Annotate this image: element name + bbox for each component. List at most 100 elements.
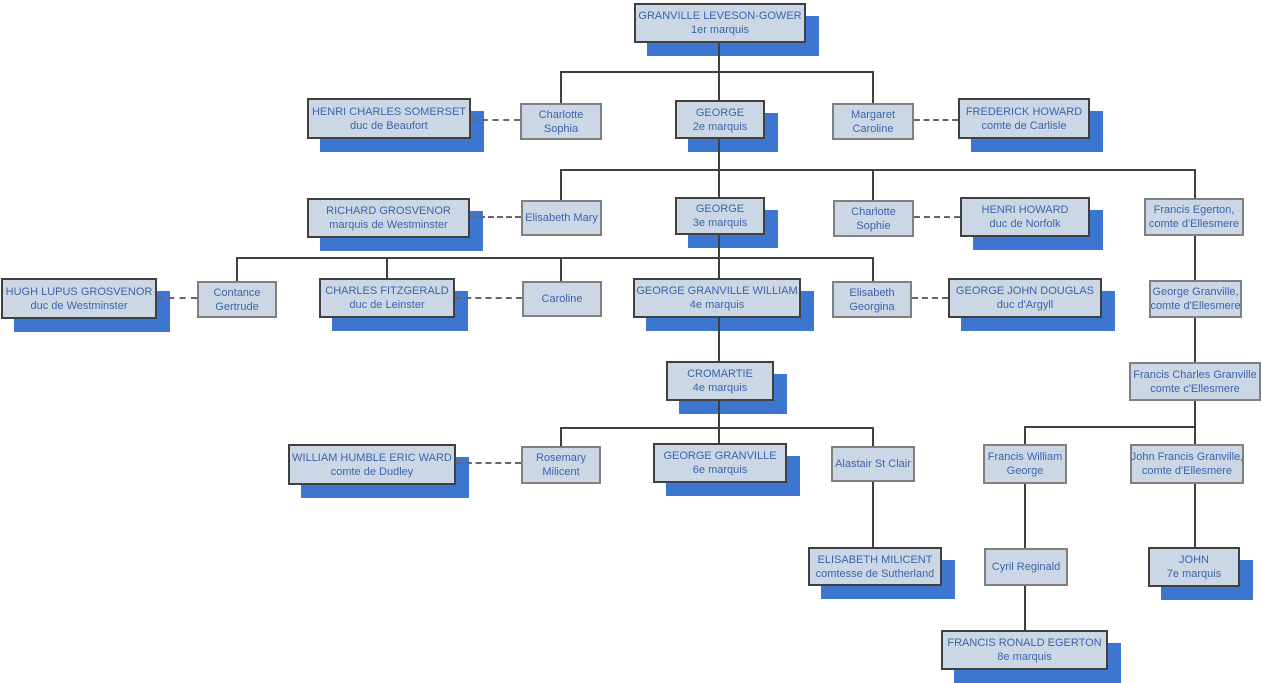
person-title: 6e marquis xyxy=(692,464,748,476)
person-title: 8e marquis xyxy=(997,651,1052,663)
person-title: duc de Beaufort xyxy=(350,119,428,132)
person-node-john-7e-marquis[interactable]: JOHN 7e marquis xyxy=(1148,547,1240,587)
person-name: JOHN xyxy=(1179,554,1209,566)
person-title: comtesse de Sutherland xyxy=(815,567,935,580)
person-name: Francis Egerton, xyxy=(1153,204,1235,216)
person-title: Sophie xyxy=(856,219,891,232)
descent-line-horizontal xyxy=(560,169,1196,171)
person-name: Charlotte xyxy=(851,205,896,218)
descent-line-vertical xyxy=(718,401,720,428)
person-name: Cyril Reginald xyxy=(991,561,1061,573)
marriage-line-dashed xyxy=(455,297,522,299)
descent-line-vertical xyxy=(872,72,874,103)
descent-line-vertical xyxy=(718,235,720,258)
descent-line-vertical xyxy=(718,318,720,361)
descent-line-vertical xyxy=(872,170,874,200)
person-node-elisabeth-mary[interactable]: Elisabeth Mary xyxy=(521,200,602,236)
person-name: Francis Charles Granville xyxy=(1133,368,1257,381)
descent-line-vertical xyxy=(1024,484,1026,548)
descent-line-horizontal xyxy=(560,71,874,73)
person-title: Caroline xyxy=(852,122,894,135)
person-name: Margaret xyxy=(850,108,896,121)
descent-line-vertical xyxy=(560,428,562,446)
person-title: Georgina xyxy=(849,300,895,313)
person-title: George xyxy=(1006,465,1044,477)
person-node-cyril-reginald[interactable]: Cyril Reginald xyxy=(984,548,1068,586)
descent-line-vertical xyxy=(1194,318,1196,362)
person-name: Elisabeth Mary xyxy=(525,212,598,224)
person-node-henri-howard[interactable]: HENRI HOWARD duc de Norfolk xyxy=(960,197,1090,237)
person-node-caroline[interactable]: Caroline xyxy=(522,281,602,317)
descent-line-vertical xyxy=(560,170,562,200)
marriage-line-dashed xyxy=(470,216,521,218)
person-name: GEORGE xyxy=(695,106,745,119)
person-title: duc de Norfolk xyxy=(989,218,1061,230)
person-name: Elisabeth xyxy=(849,286,895,299)
marriage-line-dashed xyxy=(456,462,521,464)
person-node-john-francis-granville[interactable]: John Francis Granville,comte d'Ellesmere xyxy=(1130,444,1244,484)
person-title: marquis de Westminster xyxy=(329,219,448,231)
person-name: CROMARTIE xyxy=(687,368,753,380)
person-name: GRANVILLE LEVESON-GOWER xyxy=(638,10,802,22)
person-title: 3e marquis xyxy=(692,217,748,229)
person-title: 4e marquis xyxy=(689,299,745,311)
descent-line-vertical xyxy=(872,482,874,547)
person-name: WILLIAM HUMBLE ERIC WARD xyxy=(292,451,452,464)
person-title: comte d'Ellesmere xyxy=(1150,300,1241,312)
descent-line-vertical xyxy=(386,258,388,278)
person-title: Gertrude xyxy=(215,300,259,313)
person-node-alastair-st-clair[interactable]: Alastair St Clair xyxy=(831,446,915,482)
person-name: HUGH LUPUS GROSVENOR xyxy=(5,285,153,298)
person-name: Alastair St Clair xyxy=(835,458,911,470)
person-node-francis-egerton[interactable]: Francis Egerton,comte d'Ellesmere xyxy=(1144,198,1244,236)
descent-line-horizontal xyxy=(1024,426,1196,428)
person-title: Sophia xyxy=(543,122,579,135)
person-node-george-granville-ellesmere[interactable]: George Granville,comte d'Ellesmere xyxy=(1149,280,1242,318)
descent-line-vertical xyxy=(236,258,238,281)
person-title: 2e marquis xyxy=(692,120,748,133)
descent-line-horizontal xyxy=(560,427,874,429)
descent-line-vertical xyxy=(718,258,720,278)
person-title: 7e marquis xyxy=(1166,568,1222,580)
person-name: Charlotte xyxy=(538,108,584,121)
person-title: duc de Westminster xyxy=(30,299,128,312)
descent-line-vertical xyxy=(560,258,562,281)
person-node-george-3e-marquis[interactable]: GEORGE 3e marquis xyxy=(675,197,765,235)
marriage-line-dashed xyxy=(914,216,960,218)
person-name: ELISABETH MILICENT xyxy=(817,553,933,566)
person-name: GEORGE JOHN DOUGLAS xyxy=(955,285,1095,297)
person-name: GEORGE xyxy=(695,203,745,215)
person-name: HENRI HOWARD xyxy=(981,204,1069,216)
marriage-line-dashed xyxy=(157,297,197,299)
marriage-line-dashed xyxy=(471,119,520,121)
descent-line-vertical xyxy=(718,170,720,197)
marriage-line-dashed xyxy=(914,119,958,121)
descent-line-vertical xyxy=(718,139,720,170)
descent-line-vertical xyxy=(1194,484,1196,547)
descent-line-vertical xyxy=(1194,401,1196,427)
descent-line-vertical xyxy=(1194,236,1196,280)
